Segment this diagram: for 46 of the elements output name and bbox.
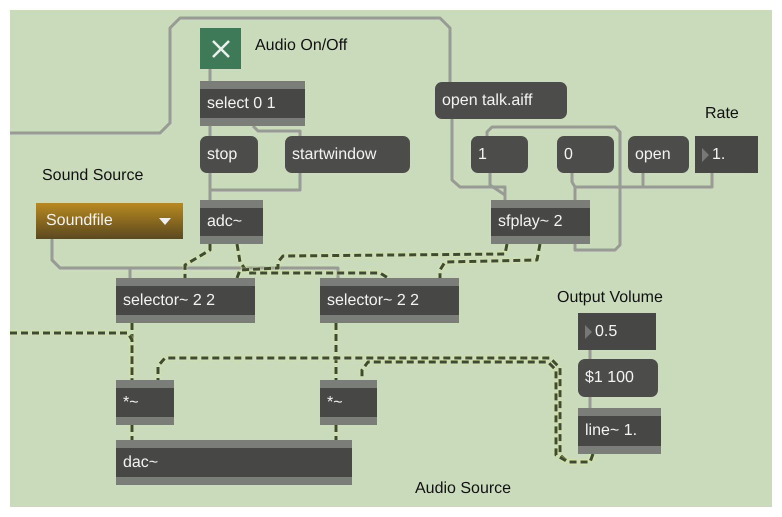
signal-cord <box>334 323 338 380</box>
signal-cord <box>130 425 134 440</box>
toggle-checkbox <box>200 28 241 69</box>
object-box: sfplay~ 2 <box>491 200 590 244</box>
number-box <box>578 313 656 350</box>
signal-cord <box>184 244 212 278</box>
patch-cord <box>588 350 592 359</box>
signal-cord <box>334 425 338 440</box>
patch-cord <box>10 16 452 134</box>
number-box <box>695 136 758 173</box>
signal-cord <box>360 360 594 464</box>
object-box: selector~ 2 2 <box>116 278 255 323</box>
object-box: *~ <box>320 380 377 425</box>
patch-cord <box>588 397 592 408</box>
object-box: dac~ <box>116 440 352 485</box>
message-box: $1 100 <box>578 359 658 397</box>
comment-label: Output Volume <box>557 289 663 307</box>
signal-cord <box>236 244 389 280</box>
patch-cord <box>50 239 340 278</box>
comment-label: Audio Source <box>415 480 512 498</box>
comment-label: Rate <box>705 105 739 123</box>
message-box: open <box>628 136 689 173</box>
message-box: open talk.aiff <box>435 82 567 119</box>
message-box: 1 <box>471 136 528 173</box>
comment-label: Sound Source <box>42 167 144 185</box>
patch-cord <box>486 126 622 252</box>
patch-cord <box>208 69 212 81</box>
signal-cord <box>10 332 134 380</box>
dropdown-menu: Soundfile <box>36 203 183 239</box>
object-box: selector~ 2 2 <box>320 278 459 323</box>
message-box: stop <box>200 136 258 173</box>
object-box: adc~ <box>200 200 263 244</box>
signal-cord <box>236 244 508 279</box>
object-box: select 0 1 <box>200 81 305 126</box>
object-box: line~ 1. <box>578 408 661 454</box>
patch-cord <box>252 124 302 136</box>
message-box: 0 <box>557 136 614 173</box>
number-value: 0.5 <box>595 322 618 340</box>
comment-label: Audio On/Off <box>255 37 348 55</box>
signal-cord <box>438 244 542 278</box>
number-value: 1. <box>712 146 726 164</box>
message-box: startwindow <box>285 136 410 173</box>
patch-cord <box>208 126 212 136</box>
object-box: *~ <box>116 380 174 425</box>
patch-cord <box>208 173 302 200</box>
signal-cord <box>130 323 134 380</box>
